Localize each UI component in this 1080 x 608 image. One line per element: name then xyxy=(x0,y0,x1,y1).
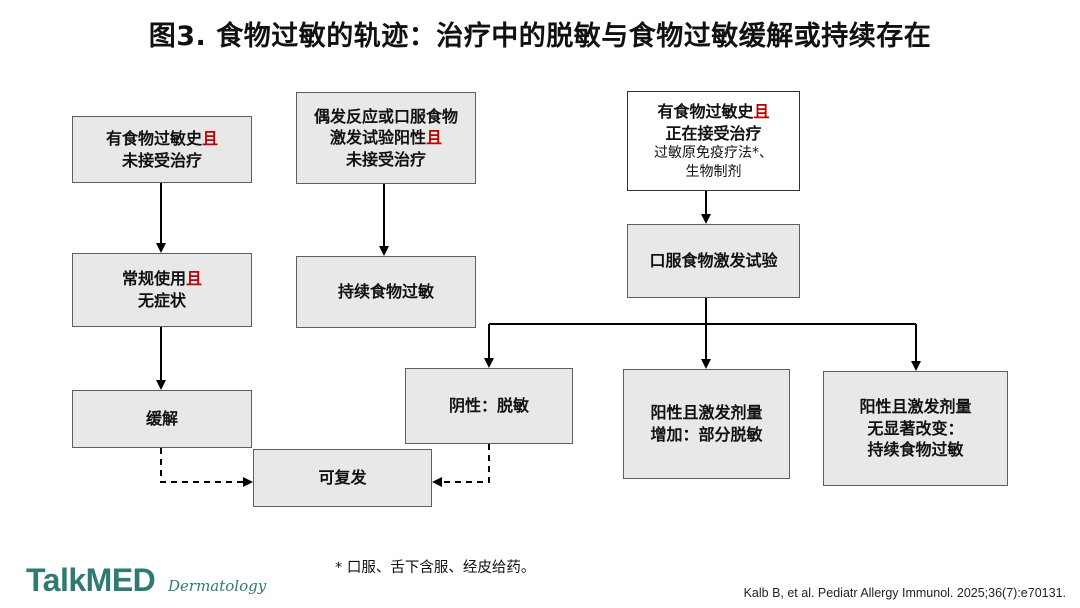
box-line: 缓解 xyxy=(145,409,178,429)
box-line: 无显著改变： xyxy=(867,418,964,438)
box-line: 有食物过敏史且 xyxy=(105,128,219,148)
box-positive-untreated: 偶发反应或口服食物 激发试验阳性且 未接受治疗 xyxy=(296,92,476,184)
box-line: 持续食物过敏 xyxy=(867,440,964,460)
highlight-and: 且 xyxy=(202,128,219,148)
box-line: 阳性且激发剂量 xyxy=(650,403,763,423)
box-relapse: 可复发 xyxy=(253,449,432,507)
box-line: 正在接受治疗 xyxy=(665,123,762,143)
box-line: 常规使用且 xyxy=(121,269,203,289)
highlight-and: 且 xyxy=(426,128,443,148)
box-line: 口服食物激发试验 xyxy=(649,251,778,271)
box-routine-use: 常规使用且 无症状 xyxy=(72,253,252,327)
box-remission: 缓解 xyxy=(72,390,252,448)
box-line: 持续食物过敏 xyxy=(337,282,434,302)
box-history-untreated: 有食物过敏史且 未接受治疗 xyxy=(72,116,252,183)
citation: Kalb B, et al. Pediatr Allergy Immunol. … xyxy=(743,586,1066,600)
box-line: 未接受治疗 xyxy=(345,149,426,169)
footnote: * 口服、舌下含服、经皮给药。 xyxy=(335,560,536,576)
talkmed-logo: TalkMED xyxy=(26,562,156,598)
box-line: 阳性且激发剂量 xyxy=(859,397,972,417)
logo-subtitle: Dermatology xyxy=(168,577,267,595)
box-persistent-allergy: 持续食物过敏 xyxy=(296,256,476,328)
highlight-and: 且 xyxy=(753,102,770,122)
box-line: 激发试验阳性且 xyxy=(329,128,443,148)
dashed-arrow-negative-to-relapse xyxy=(432,444,490,487)
box-line: 偶发反应或口服食物 xyxy=(313,106,458,126)
box-line: 过敏原免疫疗法*、 xyxy=(654,145,773,162)
box-line: 生物制剂 xyxy=(685,163,742,180)
box-history-treated: 有食物过敏史且 正在接受治疗 过敏原免疫疗法*、 生物制剂 xyxy=(627,91,800,191)
box-line: 有食物过敏史且 xyxy=(657,102,770,122)
box-negative-desensitized: 阴性：脱敏 xyxy=(405,368,573,444)
box-line: 未接受治疗 xyxy=(121,150,202,170)
box-no-change-persistent: 阳性且激发剂量 无显著改变： 持续食物过敏 xyxy=(823,371,1008,486)
box-line: 阴性：脱敏 xyxy=(448,396,529,416)
highlight-and: 且 xyxy=(186,269,203,289)
box-oral-food-challenge: 口服食物激发试验 xyxy=(627,224,800,298)
box-line: 可复发 xyxy=(318,468,367,488)
page-title: 图3. 食物过敏的轨迹：治疗中的脱敏与食物过敏缓解或持续存在 xyxy=(148,21,932,52)
box-line: 无症状 xyxy=(137,291,186,310)
box-line: 增加：部分脱敏 xyxy=(650,425,763,444)
box-partial-desensitization: 阳性且激发剂量 增加：部分脱敏 xyxy=(623,369,790,479)
dashed-arrow-remission-to-relapse xyxy=(160,448,253,487)
